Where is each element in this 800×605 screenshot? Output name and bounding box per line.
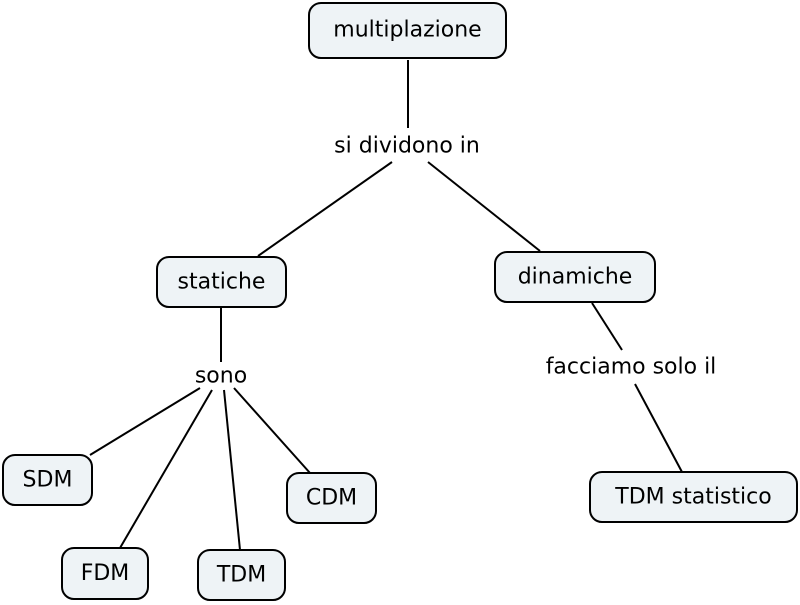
- node-cdm[interactable]: CDM: [286, 472, 377, 524]
- node-statiche[interactable]: statiche: [156, 256, 287, 308]
- link-label-si-dividono-in-text: si dividono in: [334, 134, 480, 159]
- connector-si-dividono-in-to-dinamiche: [427, 161, 541, 252]
- connector-dinamiche-to-facciamo-solo-il: [591, 302, 623, 351]
- link-label-facciamo-solo-il-text: facciamo solo il: [546, 355, 717, 380]
- link-label-facciamo-solo-il: facciamo solo il: [542, 351, 721, 384]
- node-multiplazione[interactable]: multiplazione: [308, 2, 507, 59]
- connector-facciamo-solo-il-to-tdm-statistico: [634, 383, 683, 473]
- node-statiche-label: statiche: [178, 270, 266, 295]
- link-label-sono-text: sono: [195, 364, 247, 389]
- node-tdm-statistico[interactable]: TDM statistico: [589, 471, 798, 523]
- node-cdm-label: CDM: [306, 486, 357, 511]
- node-tdm-statistico-label: TDM statistico: [614, 485, 771, 510]
- connector-sono-to-cdm: [233, 387, 311, 474]
- node-multiplazione-label: multiplazione: [333, 18, 481, 43]
- node-dinamiche-label: dinamiche: [518, 265, 633, 290]
- link-label-sono: sono: [191, 360, 251, 393]
- node-sdm-label: SDM: [23, 468, 73, 493]
- node-dinamiche[interactable]: dinamiche: [494, 251, 656, 303]
- node-tdm[interactable]: TDM: [197, 549, 286, 601]
- connector-si-dividono-in-to-statiche: [257, 161, 393, 257]
- connector-sono-to-sdm: [89, 387, 201, 456]
- connectors: [89, 60, 683, 551]
- link-label-si-dividono-in: si dividono in: [330, 130, 484, 163]
- node-fdm[interactable]: FDM: [61, 547, 149, 600]
- node-sdm[interactable]: SDM: [2, 454, 93, 506]
- node-fdm-label: FDM: [81, 561, 130, 586]
- node-tdm-label: TDM: [216, 563, 266, 588]
- connector-sono-to-tdm: [223, 389, 241, 551]
- connector-sono-to-fdm: [119, 389, 213, 549]
